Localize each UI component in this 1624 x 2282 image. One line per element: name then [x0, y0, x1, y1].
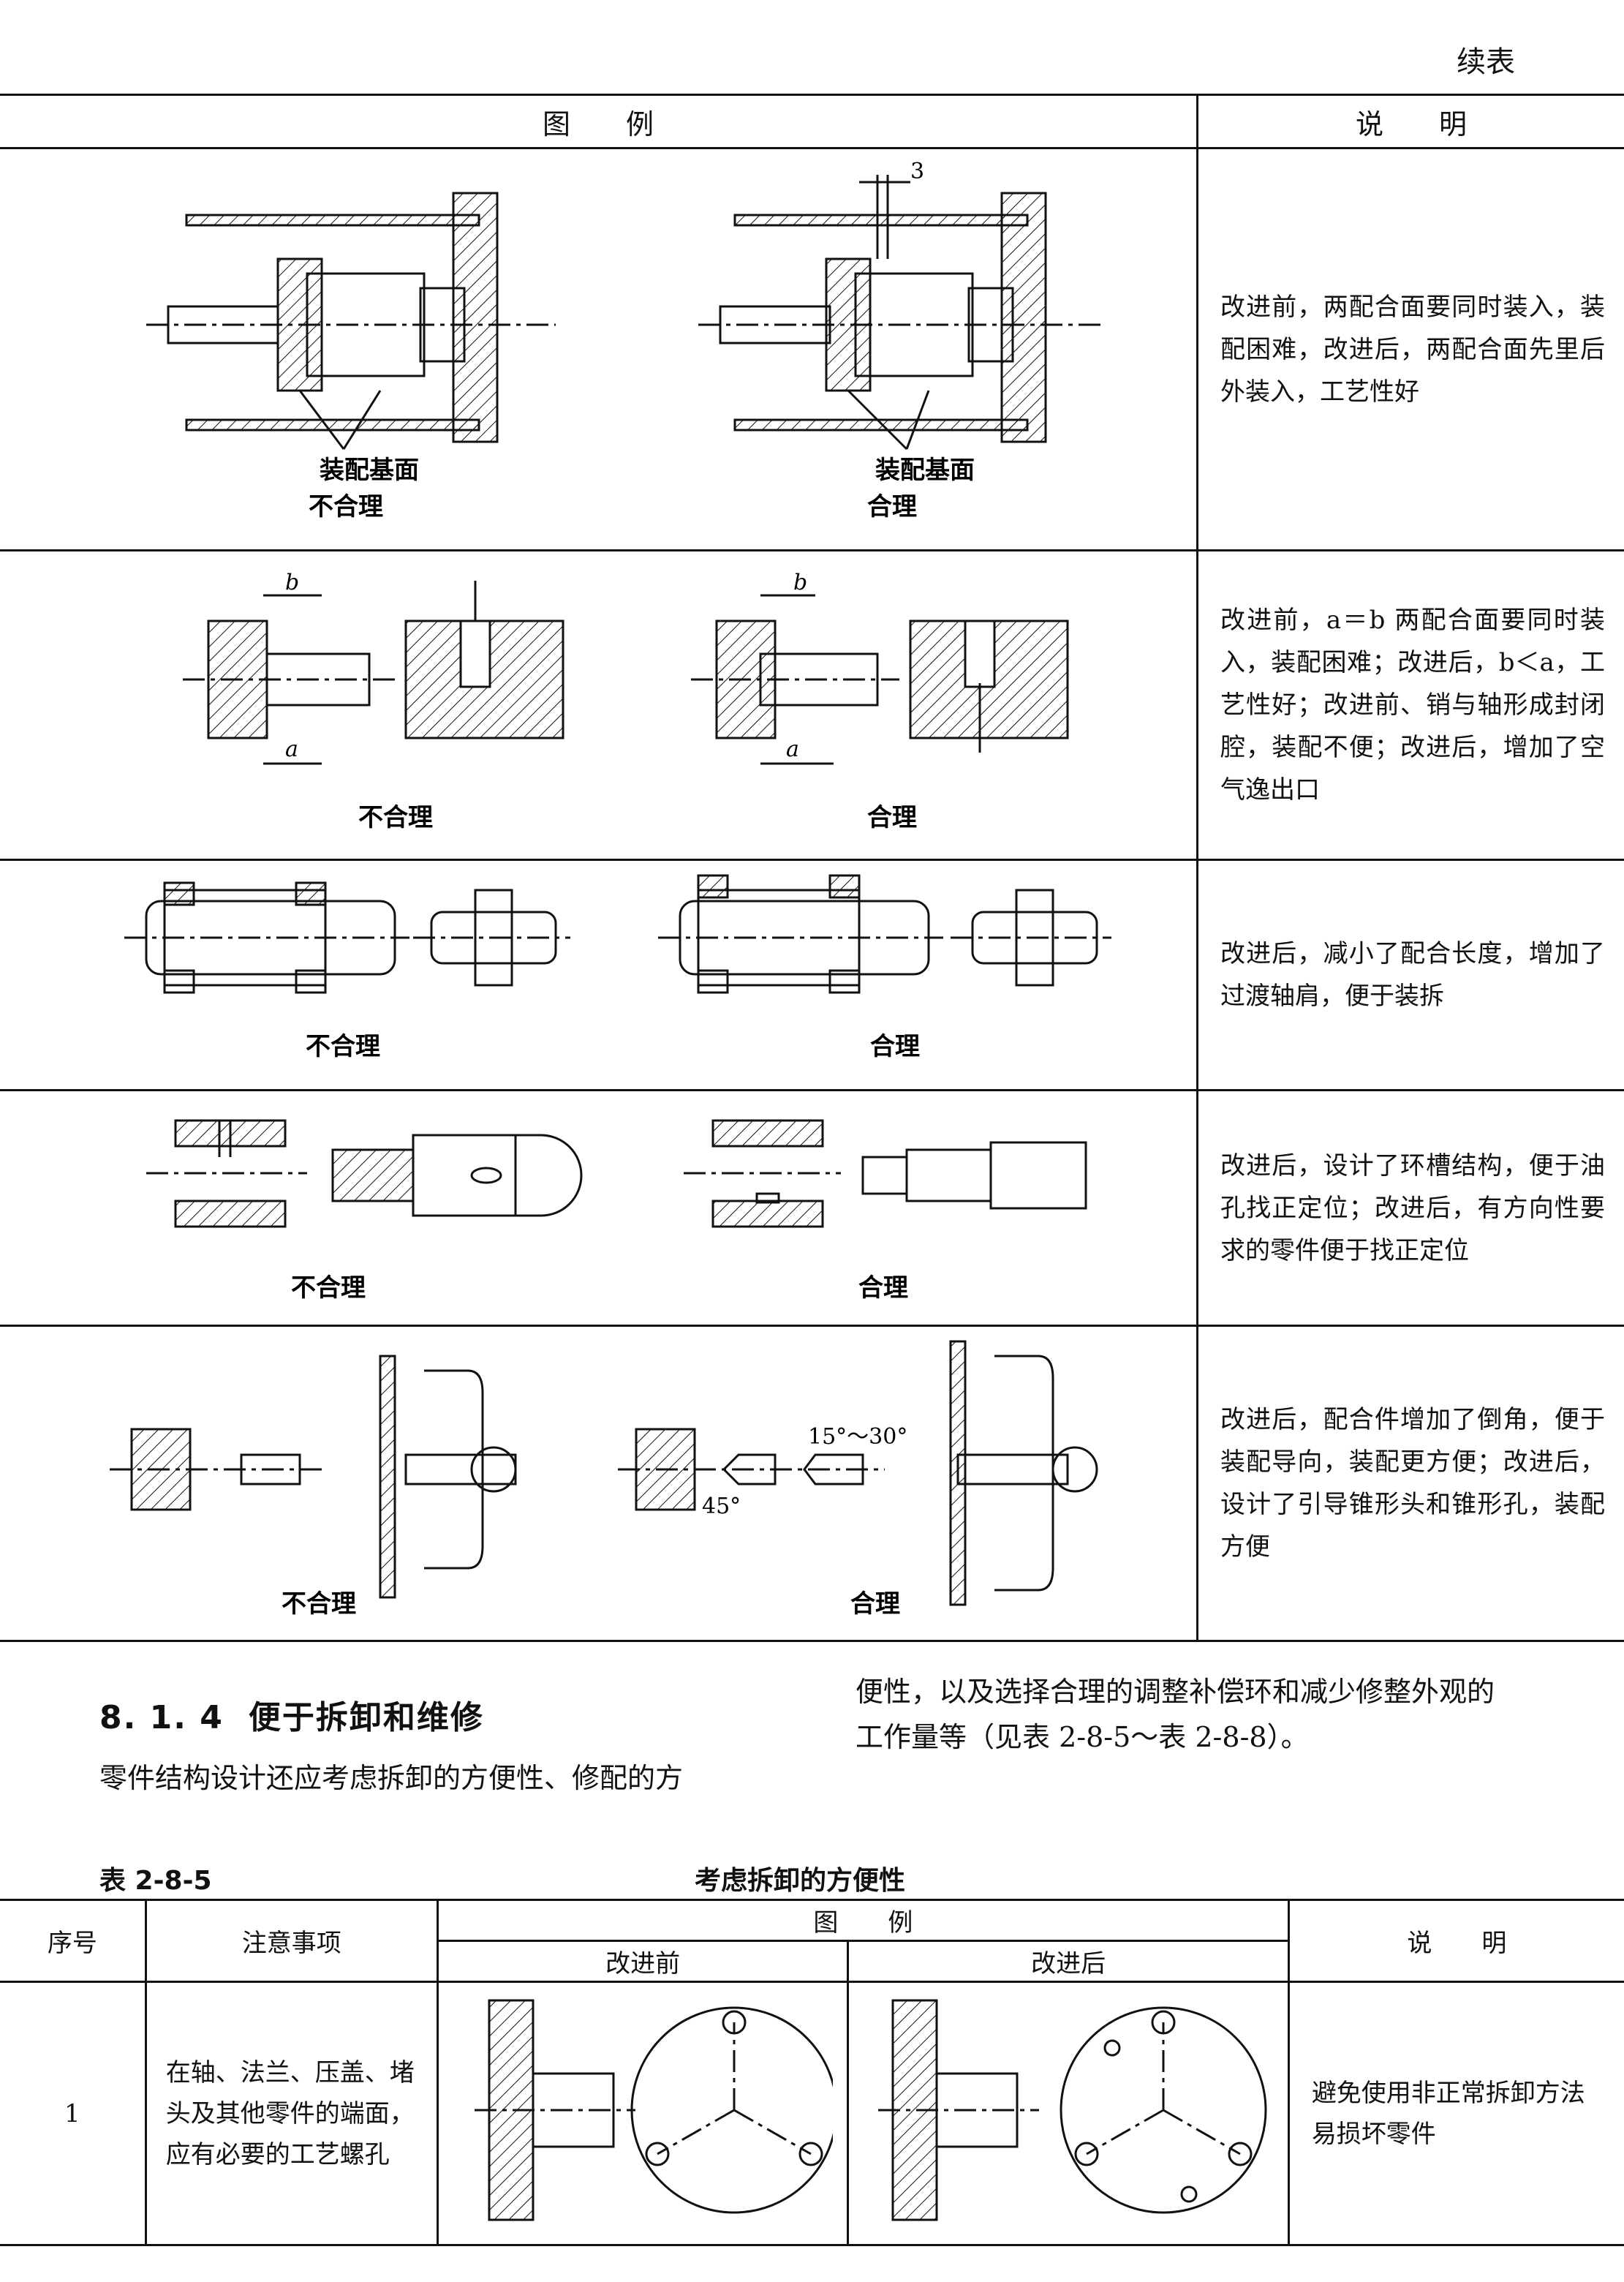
dim-3: 3 [910, 159, 924, 184]
pin-and-shaft-figure: b a b a 不合理 合理 [183, 570, 1069, 832]
table-row: 不合理 合理 改进后，设计了环槽结构，便于油孔找正定位；改进后，有方向性要求的零… [0, 1089, 1624, 1327]
angle-15-30: 15°～30° [808, 1424, 907, 1450]
header-description: 说 明 [1287, 1899, 1624, 1983]
table-row: b a b a 不合理 合理 改进前，a＝b 两配合面要同时装入，装配困难；改进… [0, 549, 1624, 861]
angle-45: 45° [702, 1494, 741, 1519]
dim-a-good: a [786, 737, 799, 762]
chamfer-guide-figure: 45° 15°～30° 不合理 合理 [110, 1340, 1098, 1619]
header-figure: 图 例 [0, 94, 1198, 149]
label-bad: 不合理 [309, 492, 383, 521]
table-number: 表 2-8-5 [99, 1866, 212, 1896]
header-description: 说 明 [1197, 94, 1624, 149]
row-no: 1 [0, 1981, 147, 2246]
description-cell: 改进后，设计了环槽结构，便于油孔找正定位；改进后，有方向性要求的零件便于找正定位 [1197, 1089, 1624, 1327]
body-text-right-line1: 便性，以及选择合理的调整补偿环和减少修整外观的 [856, 1676, 1495, 1708]
label-bad: 不合理 [282, 1589, 356, 1619]
table-row: 不合理 合理 改进后，减小了配合长度，增加了过渡轴肩，便于装拆 [0, 859, 1624, 1091]
table-row: 1 在轴、法兰、压盖、堵头及其他零件的端面，应有必要的工艺螺孔 [0, 1981, 1624, 2246]
before-figure [475, 1999, 838, 2221]
header-no: 序号 [0, 1899, 147, 1983]
label-bad: 不合理 [306, 1032, 380, 1061]
label-good: 合理 [867, 803, 917, 832]
dim-b-bad: b [285, 570, 299, 595]
assembly-surface-figure: 3 装配基面 不合理 装配基面 合理 [146, 159, 1104, 521]
label-good: 合理 [870, 1032, 920, 1061]
label-good: 合理 [850, 1589, 900, 1619]
dim-a-bad: a [285, 737, 298, 762]
figure-before [436, 1981, 850, 2246]
header-before: 改进前 [437, 1940, 850, 1983]
table-row: 3 装配基面 不合理 装配基面 合理 改进前，两配合面要同时装入，装配困难，改进… [0, 147, 1624, 551]
section-number: 8. 1. 4 [99, 1699, 224, 1736]
label-good: 合理 [867, 492, 917, 521]
body-text-left: 零件结构设计还应考虑拆卸的方便性、修配的方 [99, 1762, 684, 1794]
assembly-surface-label-bad: 装配基面 [320, 456, 419, 485]
continued-label: 续表 [1457, 45, 1515, 79]
table-title: 考虑拆卸的方便性 [695, 1866, 906, 1896]
dim-b-good: b [793, 570, 807, 595]
label-good: 合理 [858, 1273, 908, 1303]
row-note: 在轴、法兰、压盖、堵头及其他零件的端面，应有必要的工艺螺孔 [144, 1981, 439, 2246]
section-title: 便于拆卸和维修 [248, 1699, 484, 1736]
header-note: 注意事项 [144, 1899, 439, 1983]
header-after: 改进后 [847, 1940, 1289, 1983]
header-figure: 图 例 [436, 1899, 1290, 1942]
ring-groove-figure: 不合理 合理 [146, 1119, 1087, 1303]
disassembly-table: 序号 注意事项 图 例 说 明 改进前 改进后 1 在轴、法兰、压盖、堵头及其他… [0, 1899, 1624, 2246]
description-cell: 改进前，a＝b 两配合面要同时装入，装配困难；改进后，b＜a，工艺性好；改进前、… [1197, 549, 1624, 861]
figure-after [847, 1981, 1290, 2246]
row-description: 避免使用非正常拆卸方法易损坏零件 [1287, 1981, 1624, 2246]
design-example-table: 图 例 说 明 [0, 94, 1624, 1642]
after-figure [878, 1999, 1267, 2221]
body-text-right-line2: 工作量等（见表 2-8-5～表 2-8-8）。 [856, 1721, 1309, 1753]
label-bad: 不合理 [291, 1273, 366, 1303]
description-cell: 改进后，减小了配合长度，增加了过渡轴肩，便于装拆 [1197, 859, 1624, 1091]
table-row: 45° 15°～30° 不合理 合理 改进后，配合件增加了倒角，便于装配导向，装… [0, 1325, 1624, 1642]
description-cell: 改进前，两配合面要同时装入，装配困难，改进后，两配合面先里后外装入，工艺性好 [1197, 147, 1624, 551]
table-header-row: 图 例 说 明 [0, 94, 1624, 149]
description-cell: 改进后，配合件增加了倒角，便于装配导向，装配更方便；改进后，设计了引导锥形头和锥… [1197, 1325, 1624, 1642]
assembly-surface-label-good: 装配基面 [875, 456, 975, 485]
fit-length-figure: 不合理 合理 [124, 874, 1111, 1061]
label-bad: 不合理 [358, 803, 433, 832]
section-heading: 8. 1. 4 便于拆卸和维修 [99, 1691, 484, 1738]
